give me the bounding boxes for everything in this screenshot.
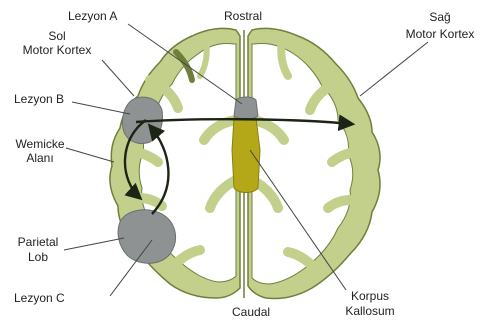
lesion-a [234, 97, 258, 119]
label-sol-line2: Motor Kortex [23, 43, 92, 57]
leader-parietal [64, 238, 124, 250]
right-hemisphere [248, 28, 380, 298]
label-wernicke-line2: Alanı [26, 151, 53, 165]
leader-sag-motor-kortex [360, 42, 428, 96]
label-wernicke-line1: Wemicke [15, 137, 64, 151]
label-rostral: Rostral [224, 9, 262, 23]
label-parietal-line2: Lob [28, 250, 48, 264]
corpus-callosum [232, 114, 260, 193]
label-caudal: Caudal [232, 305, 270, 319]
label-lezyon-a: Lezyon A [68, 9, 117, 23]
label-korpus-line1: Korpus [351, 289, 389, 303]
label-sag-line1: Sağ [429, 10, 450, 24]
label-lezyon-b: Lezyon B [14, 92, 64, 106]
label-sol-line1: Sol [48, 29, 65, 43]
label-sag-line2: Motor Kortex [406, 27, 475, 41]
leader-sol-motor-kortex [102, 60, 134, 96]
leader-lezyon-b [72, 102, 130, 114]
label-lezyon-c: Lezyon C [14, 291, 65, 305]
leader-wernicke [66, 148, 114, 162]
lesion-c [118, 210, 175, 263]
label-parietal-line1: Parietal [18, 235, 59, 249]
label-korpus-line2: Kallosum [345, 304, 394, 318]
